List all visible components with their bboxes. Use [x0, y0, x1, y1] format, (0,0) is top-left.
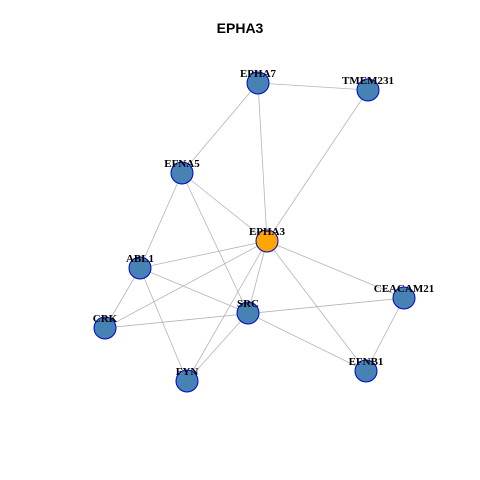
node-label-ceacam21: CEACAM21 [374, 283, 435, 295]
graph-title: EPHA3 [216, 20, 264, 36]
edge-efna5-abl1 [139, 172, 183, 269]
edge-epha3-crk [104, 240, 268, 329]
node-tmem231[interactable] [356, 78, 380, 102]
node-epha3[interactable] [255, 229, 279, 253]
node-label-fyn: FYN [176, 366, 199, 378]
node-label-crk: CRK [93, 313, 118, 325]
edge-abl1-fyn [139, 267, 188, 382]
node-label-efnb1: EFNB1 [349, 356, 384, 368]
node-label-tmem231: TMEM231 [342, 75, 394, 87]
edge-epha7-tmem231 [257, 82, 369, 91]
edge-efna5-epha3 [181, 172, 268, 242]
edge-epha3-src [247, 240, 268, 314]
nodes-layer [93, 71, 416, 393]
node-label-epha7: EPHA7 [240, 68, 277, 80]
node-epha7[interactable] [246, 71, 270, 95]
edge-epha3-efnb1 [266, 240, 367, 372]
node-src[interactable] [236, 301, 260, 325]
edge-ceacam21-efnb1 [365, 297, 405, 372]
edge-epha3-ceacam21 [266, 240, 405, 299]
node-abl1[interactable] [128, 256, 152, 280]
edge-src-efnb1 [247, 312, 367, 372]
node-efnb1[interactable] [354, 359, 378, 383]
edge-src-fyn [186, 312, 249, 382]
node-label-abl1: ABL1 [126, 253, 154, 265]
edge-epha3-fyn [186, 240, 268, 382]
node-fyn[interactable] [175, 369, 199, 393]
edge-abl1-crk [104, 267, 141, 329]
edge-epha7-epha3 [257, 82, 268, 242]
node-label-efna5: EFNA5 [164, 158, 200, 170]
edge-tmem231-epha3 [266, 89, 369, 242]
node-crk[interactable] [93, 316, 117, 340]
node-efna5[interactable] [170, 161, 194, 185]
node-label-src: SRC [237, 298, 259, 310]
node-label-epha3: EPHA3 [249, 226, 286, 238]
edge-epha7-efna5 [181, 82, 259, 174]
node-ceacam21[interactable] [392, 286, 416, 310]
edge-efna5-src [181, 172, 249, 314]
edge-abl1-src [139, 267, 249, 314]
edge-epha3-abl1 [139, 240, 268, 269]
